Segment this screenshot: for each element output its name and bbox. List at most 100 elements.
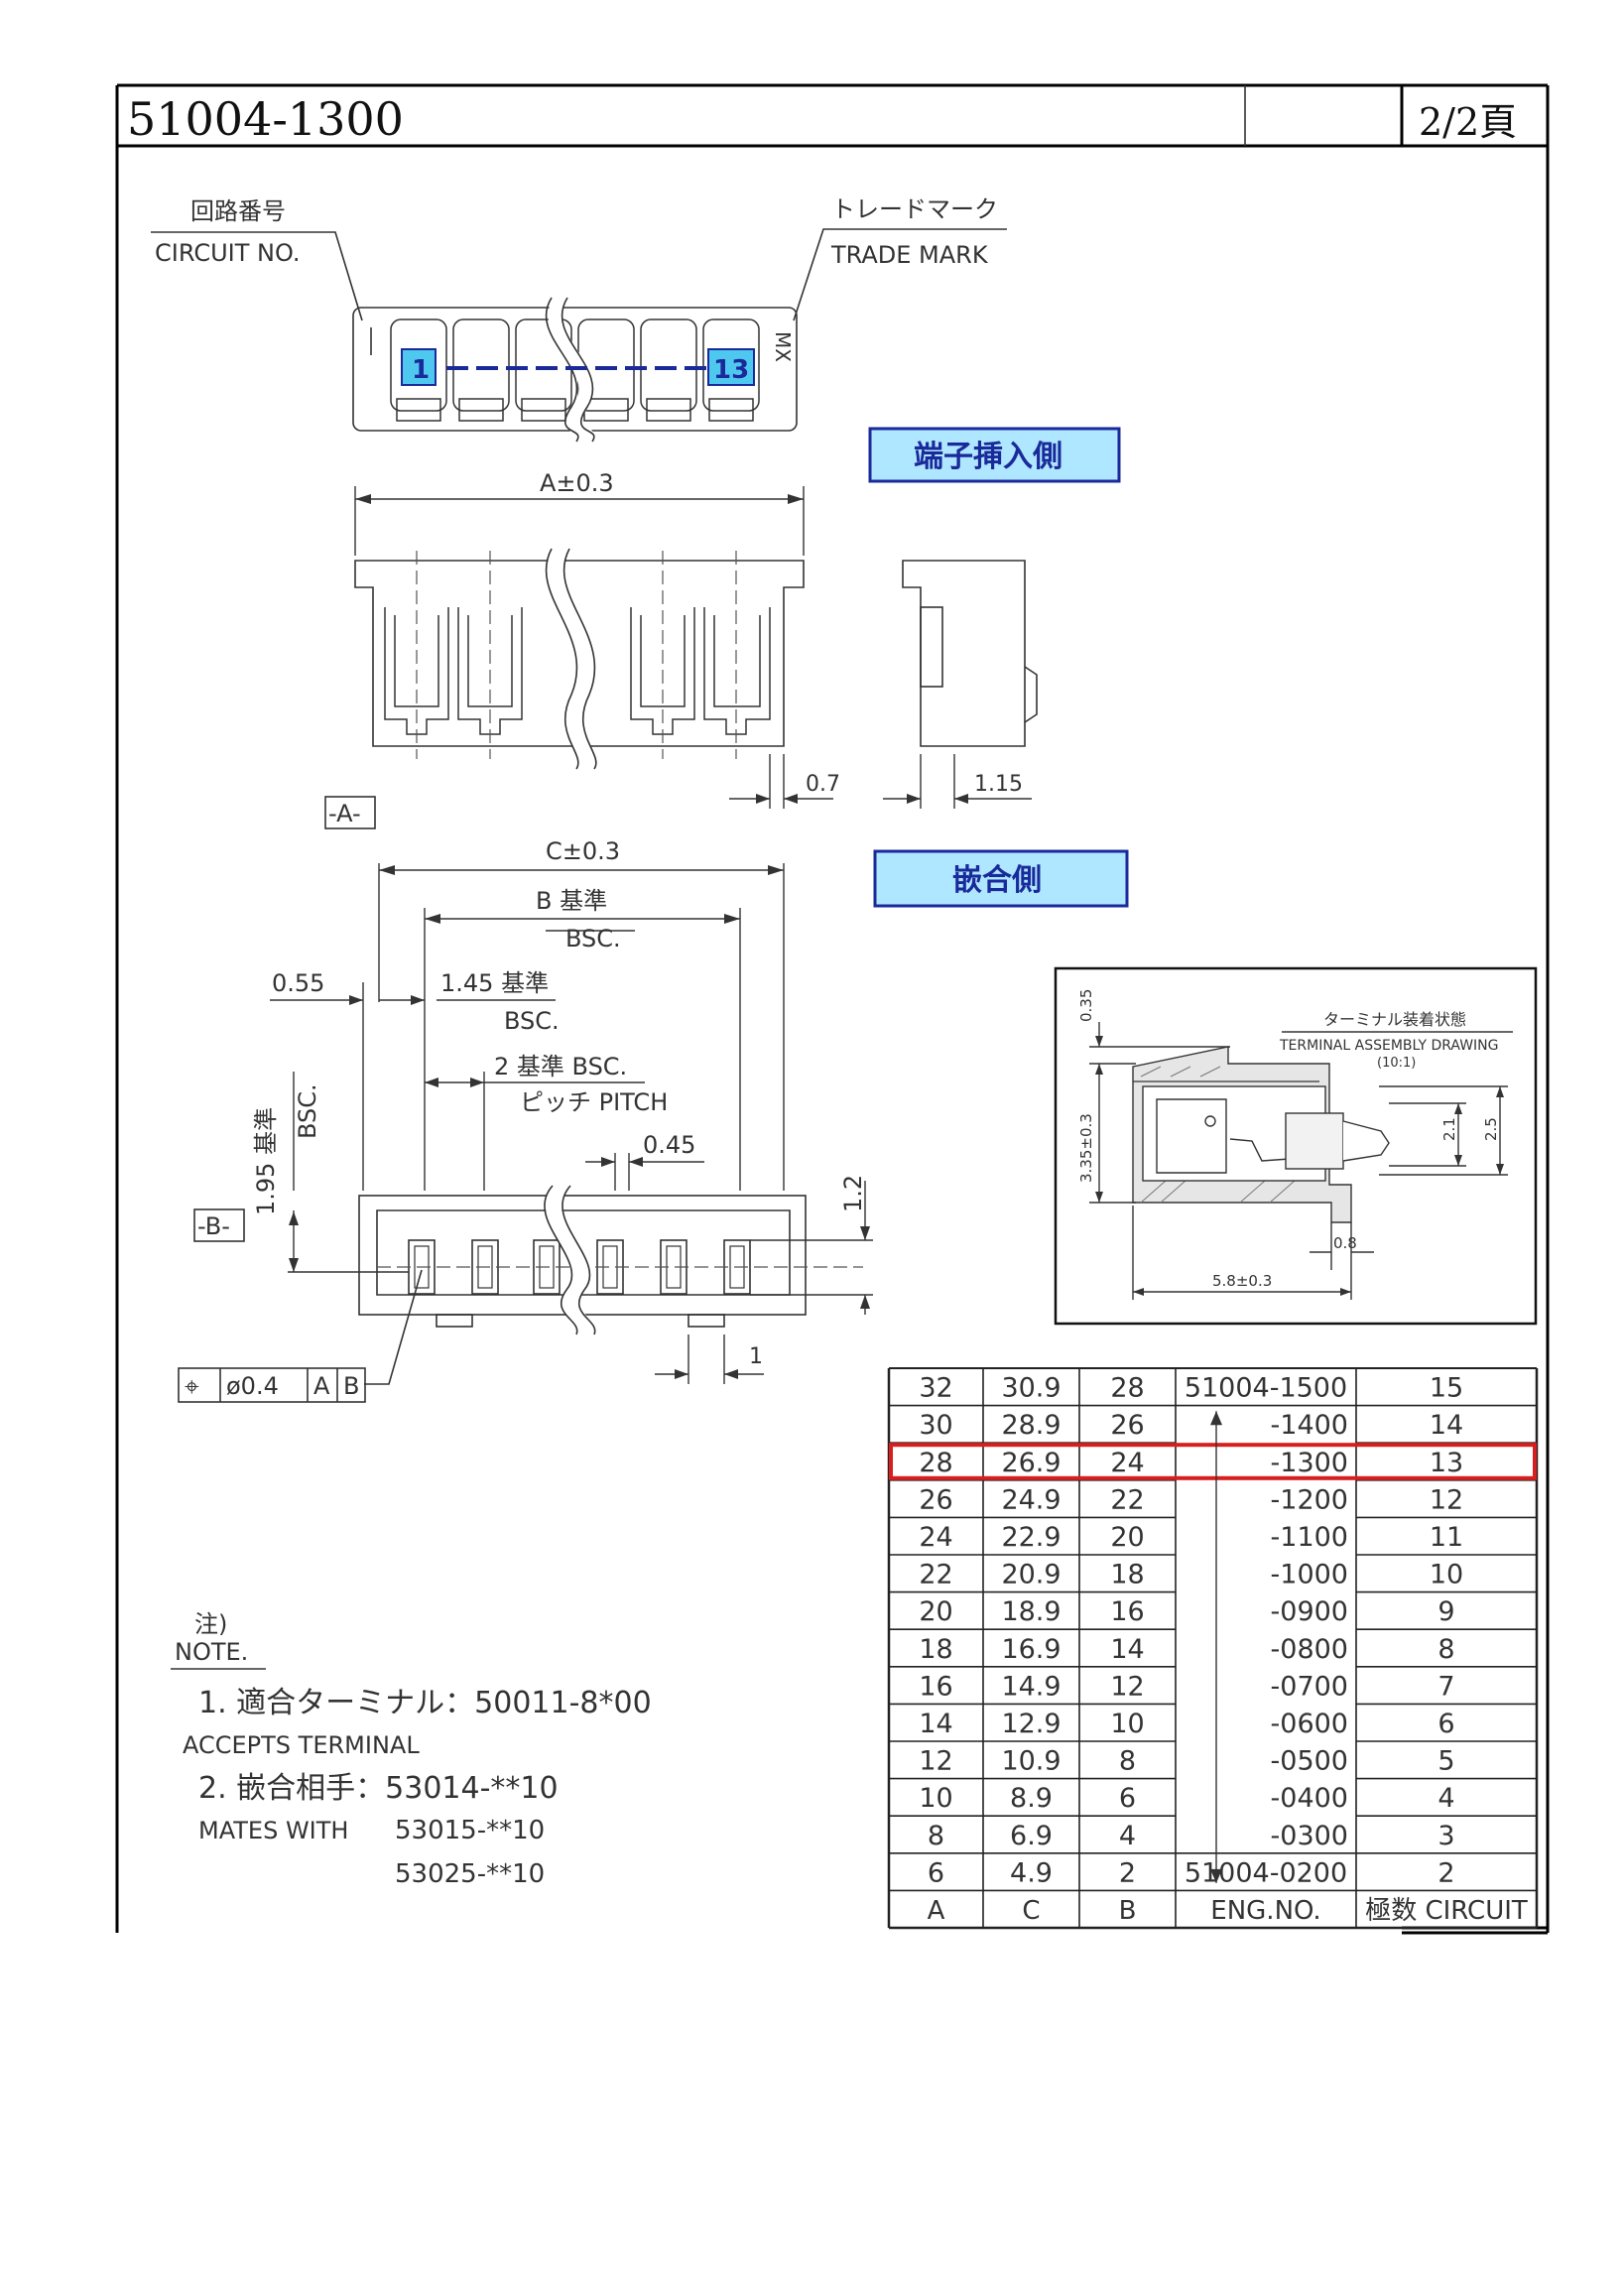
dim-1.95-bsc: BSC. — [294, 1083, 321, 1139]
table-row: 16 14.9 12 -0700 7 — [919, 1671, 1454, 1702]
table-cell: 24.9 — [1001, 1484, 1061, 1515]
table-cell: 8 — [1437, 1634, 1454, 1665]
table-cell: 3 — [1437, 1821, 1454, 1851]
table-cell: 24 — [1110, 1448, 1144, 1478]
table-cell: 10 — [919, 1783, 952, 1814]
table-cell: 20.9 — [1001, 1560, 1061, 1590]
terminal-assembly-inset: ターミナル装着状態 TERMINAL ASSEMBLY DRAWING (10:… — [1054, 966, 1538, 1326]
dim-0.45: 0.45 — [643, 1131, 695, 1159]
table-cell: 4 — [1119, 1821, 1136, 1851]
circuit-no-en: CIRCUIT NO. — [155, 239, 301, 267]
table-cell: 20 — [919, 1596, 952, 1627]
insertion-side-label: 端子挿入側 — [868, 427, 1121, 483]
table-cell: 12 — [919, 1746, 952, 1777]
assembly-title-jp: ターミナル装着状態 — [1323, 1010, 1466, 1029]
note-1-en: ACCEPTS TERMINAL — [183, 1731, 420, 1759]
table-cell: 32 — [919, 1373, 952, 1404]
table-cell: 16 — [1110, 1596, 1144, 1627]
table-cell: -1400 — [1271, 1410, 1348, 1441]
dim-b-bsc: BSC. — [565, 925, 621, 952]
highlighted-row-outline — [889, 1443, 1537, 1480]
table-cell: 14.9 — [1001, 1671, 1061, 1702]
table-cell: 30 — [919, 1410, 952, 1441]
table-cell: 22 — [919, 1560, 952, 1590]
table-cell: 4.9 — [1010, 1857, 1053, 1888]
table-cell: 6 — [1437, 1709, 1454, 1739]
table-cell: 24 — [919, 1522, 952, 1553]
bottom-view: C±0.3 B 基準 BSC. 0.55 1.45 基準 BSC. 2 基準 B… — [252, 837, 873, 1385]
dim-1.95: 1.95 基準 — [252, 1107, 280, 1215]
table-cell: 28 — [1110, 1373, 1144, 1404]
table-cell: 5 — [1437, 1746, 1454, 1777]
dim-pitch: 2 基準 BSC. — [494, 1053, 627, 1080]
assembly-dim-2.5: 2.5 — [1482, 1117, 1500, 1141]
continuation-arrow-head — [1210, 1411, 1222, 1426]
table-header-cell: A — [928, 1896, 945, 1926]
mx-mark: MX — [771, 331, 795, 362]
circuit-first-badge: 1 — [401, 348, 437, 386]
dim-1.2: 1.2 — [839, 1175, 867, 1212]
notes: 注) NOTE. 1. 適合ターミナル：50011-8*00 ACCEPTS T… — [171, 1610, 652, 1889]
table-cell: 26 — [1110, 1410, 1144, 1441]
part-number: 51004-1300 — [127, 92, 404, 146]
table-cell: 6.9 — [1010, 1821, 1053, 1851]
table-cell: 2 — [1437, 1857, 1454, 1888]
dim-b: B 基準 — [536, 887, 607, 915]
table-cell: 18.9 — [1001, 1596, 1061, 1627]
mating-side-label: 嵌合側 — [873, 849, 1129, 908]
assembly-scale: (10:1) — [1377, 1056, 1416, 1071]
table-cell: 4 — [1437, 1783, 1454, 1814]
assembly-title-en: TERMINAL ASSEMBLY DRAWING — [1279, 1038, 1499, 1054]
table-cell: -0800 — [1271, 1634, 1348, 1665]
datum-b-box: -B- — [193, 1208, 245, 1242]
table-cell: 11 — [1430, 1522, 1463, 1553]
datum-a-box: -A- — [324, 796, 376, 829]
svg-text:嵌合側: 嵌合側 — [952, 863, 1042, 898]
svg-text:端子挿入側: 端子挿入側 — [914, 440, 1062, 474]
note-2-en-1: 53015-**10 — [395, 1816, 545, 1845]
table-cell: 8.9 — [1010, 1783, 1053, 1814]
title-block: 51004-1300 2/2頁 — [115, 83, 1550, 1935]
assembly-dim-3.35: 3.35±0.3 — [1077, 1113, 1095, 1183]
trade-mark-jp: トレードマーク — [831, 195, 998, 223]
table-cell: 30.9 — [1001, 1373, 1061, 1404]
assembly-dim-2.1: 2.1 — [1440, 1117, 1458, 1141]
table-cell: -0500 — [1271, 1746, 1348, 1777]
assembly-dim-0.8: 0.8 — [1333, 1234, 1357, 1252]
note-2-en-2: 53025-**10 — [395, 1859, 545, 1889]
table-cell: -1000 — [1271, 1560, 1348, 1590]
table-cell: 14 — [1430, 1410, 1463, 1441]
table-cell: 6 — [928, 1857, 944, 1888]
table-cell: 14 — [919, 1709, 952, 1739]
table-cell: 16.9 — [1001, 1634, 1061, 1665]
table-cell: 16 — [919, 1671, 952, 1702]
table-cell: 51004-0200 — [1185, 1857, 1347, 1888]
continuation-arrow-head — [1210, 1868, 1222, 1883]
table-cell: 12 — [1430, 1484, 1463, 1515]
svg-text:13: 13 — [713, 355, 749, 385]
assembly-dim-0.35: 0.35 — [1077, 989, 1095, 1022]
table-cell: 18 — [919, 1634, 952, 1665]
table-cell: 13 — [1430, 1448, 1463, 1478]
table-cell: -0700 — [1271, 1671, 1348, 1702]
table-cell: 15 — [1430, 1373, 1463, 1404]
table-cell: 12 — [1110, 1671, 1144, 1702]
circuit-last-badge: 13 — [707, 348, 755, 386]
dim-0.55: 0.55 — [272, 969, 324, 997]
table-cell: 28.9 — [1001, 1410, 1061, 1441]
dim-a: A±0.3 — [540, 469, 614, 497]
top-view: 回路番号 CIRCUIT NO. トレードマーク TRADE MARK — [151, 195, 1007, 445]
table-cell: 7 — [1437, 1671, 1454, 1702]
note-2-jp: 2. 嵌合相手：53014-**10 — [198, 1771, 559, 1806]
table-cell: 14 — [1110, 1634, 1144, 1665]
svg-text:-B-: -B- — [197, 1212, 230, 1240]
table-cell: 6 — [1119, 1783, 1136, 1814]
